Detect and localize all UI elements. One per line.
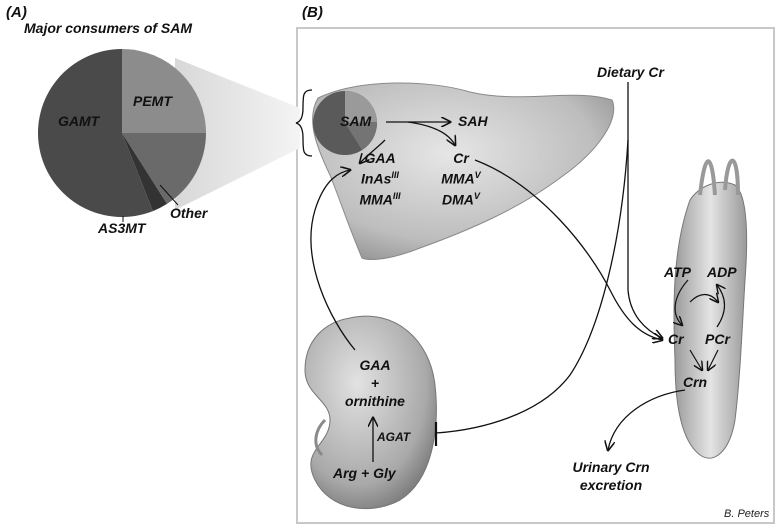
gaa-label: GAA [364, 150, 396, 166]
atp-label: ATP [664, 264, 691, 280]
panel-b-frame [296, 27, 775, 524]
kidney-gaa-label: GAA [359, 357, 391, 373]
crn-label: Crn [683, 374, 708, 390]
sah-label: SAH [458, 113, 488, 129]
pie-slice-gamt [38, 48, 153, 217]
slice-label-gamt: GAMT [58, 113, 100, 129]
arrow-liver-cr-to-muscle [474, 159, 662, 340]
cr-liver-label: Cr [453, 150, 469, 166]
excretion-label: Urinary Crn excretion [556, 458, 666, 494]
arrow-adp-cycle [689, 295, 718, 303]
sam-label: SAM [340, 113, 372, 129]
mma-iii-label: MMAIII [359, 190, 401, 208]
liver-products: Cr MMAV DMAV [433, 150, 489, 208]
arrow-crn-to-urine [608, 389, 686, 450]
sam-consumers-pie [38, 48, 206, 222]
panel-a-label: (A) [6, 4, 27, 21]
excretion-line-1: Urinary Crn [572, 459, 650, 475]
liver-substrates: GAA InAsIII MMAIII [352, 150, 408, 208]
bracket [295, 89, 313, 157]
pcr-label: PCr [705, 331, 730, 347]
arrow-pcr-to-crn [708, 349, 719, 370]
kidney-organ [304, 315, 437, 510]
arrow-cr-to-crn [689, 349, 702, 370]
panel-b-label: (B) [302, 4, 323, 21]
pie-slice-as3mt [122, 133, 168, 212]
inas-label: InAsIII [361, 170, 399, 187]
leader-line-other [159, 184, 179, 206]
dietary-cr-label: Dietary Cr [597, 64, 664, 80]
mma-v-label: MMAV [441, 170, 481, 187]
ornithine-label: ornithine [345, 393, 405, 409]
pie-title: Major consumers of SAM [24, 20, 193, 36]
agat-label: AGAT [377, 430, 411, 444]
kidney-products: GAA + ornithine [335, 356, 415, 410]
arrow-dietary-to-muscle [627, 82, 662, 338]
muscle-organ [673, 158, 748, 459]
slice-label-other: Other [170, 205, 208, 221]
adp-label: ADP [707, 264, 737, 280]
pie-slice-other [122, 133, 206, 204]
inhibition-dietary-to-agat [435, 139, 629, 434]
arg-gly-label: Arg + Gly [333, 465, 396, 481]
arrow-kidney-to-liver [310, 170, 356, 351]
slice-label-pemt: PEMT [133, 93, 172, 109]
pie-slice-pemt [122, 49, 206, 133]
plus-label: + [370, 375, 380, 391]
liver-organ [312, 82, 615, 261]
artist-credit: B. Peters [724, 508, 770, 520]
dma-v-label: DMAV [442, 190, 480, 208]
slice-label-as3mt: AS3MT [98, 220, 146, 236]
arrow-atp-to-pcr [675, 279, 689, 325]
arrow-pcr-to-atp [717, 285, 725, 328]
arrow-to-cr [407, 121, 455, 145]
zoom-wedge [175, 58, 300, 210]
muscle-cr-label: Cr [668, 331, 684, 347]
excretion-line-2: excretion [579, 477, 643, 493]
arrow-to-gaa [360, 139, 386, 163]
sam-mini-pie [313, 91, 378, 155]
